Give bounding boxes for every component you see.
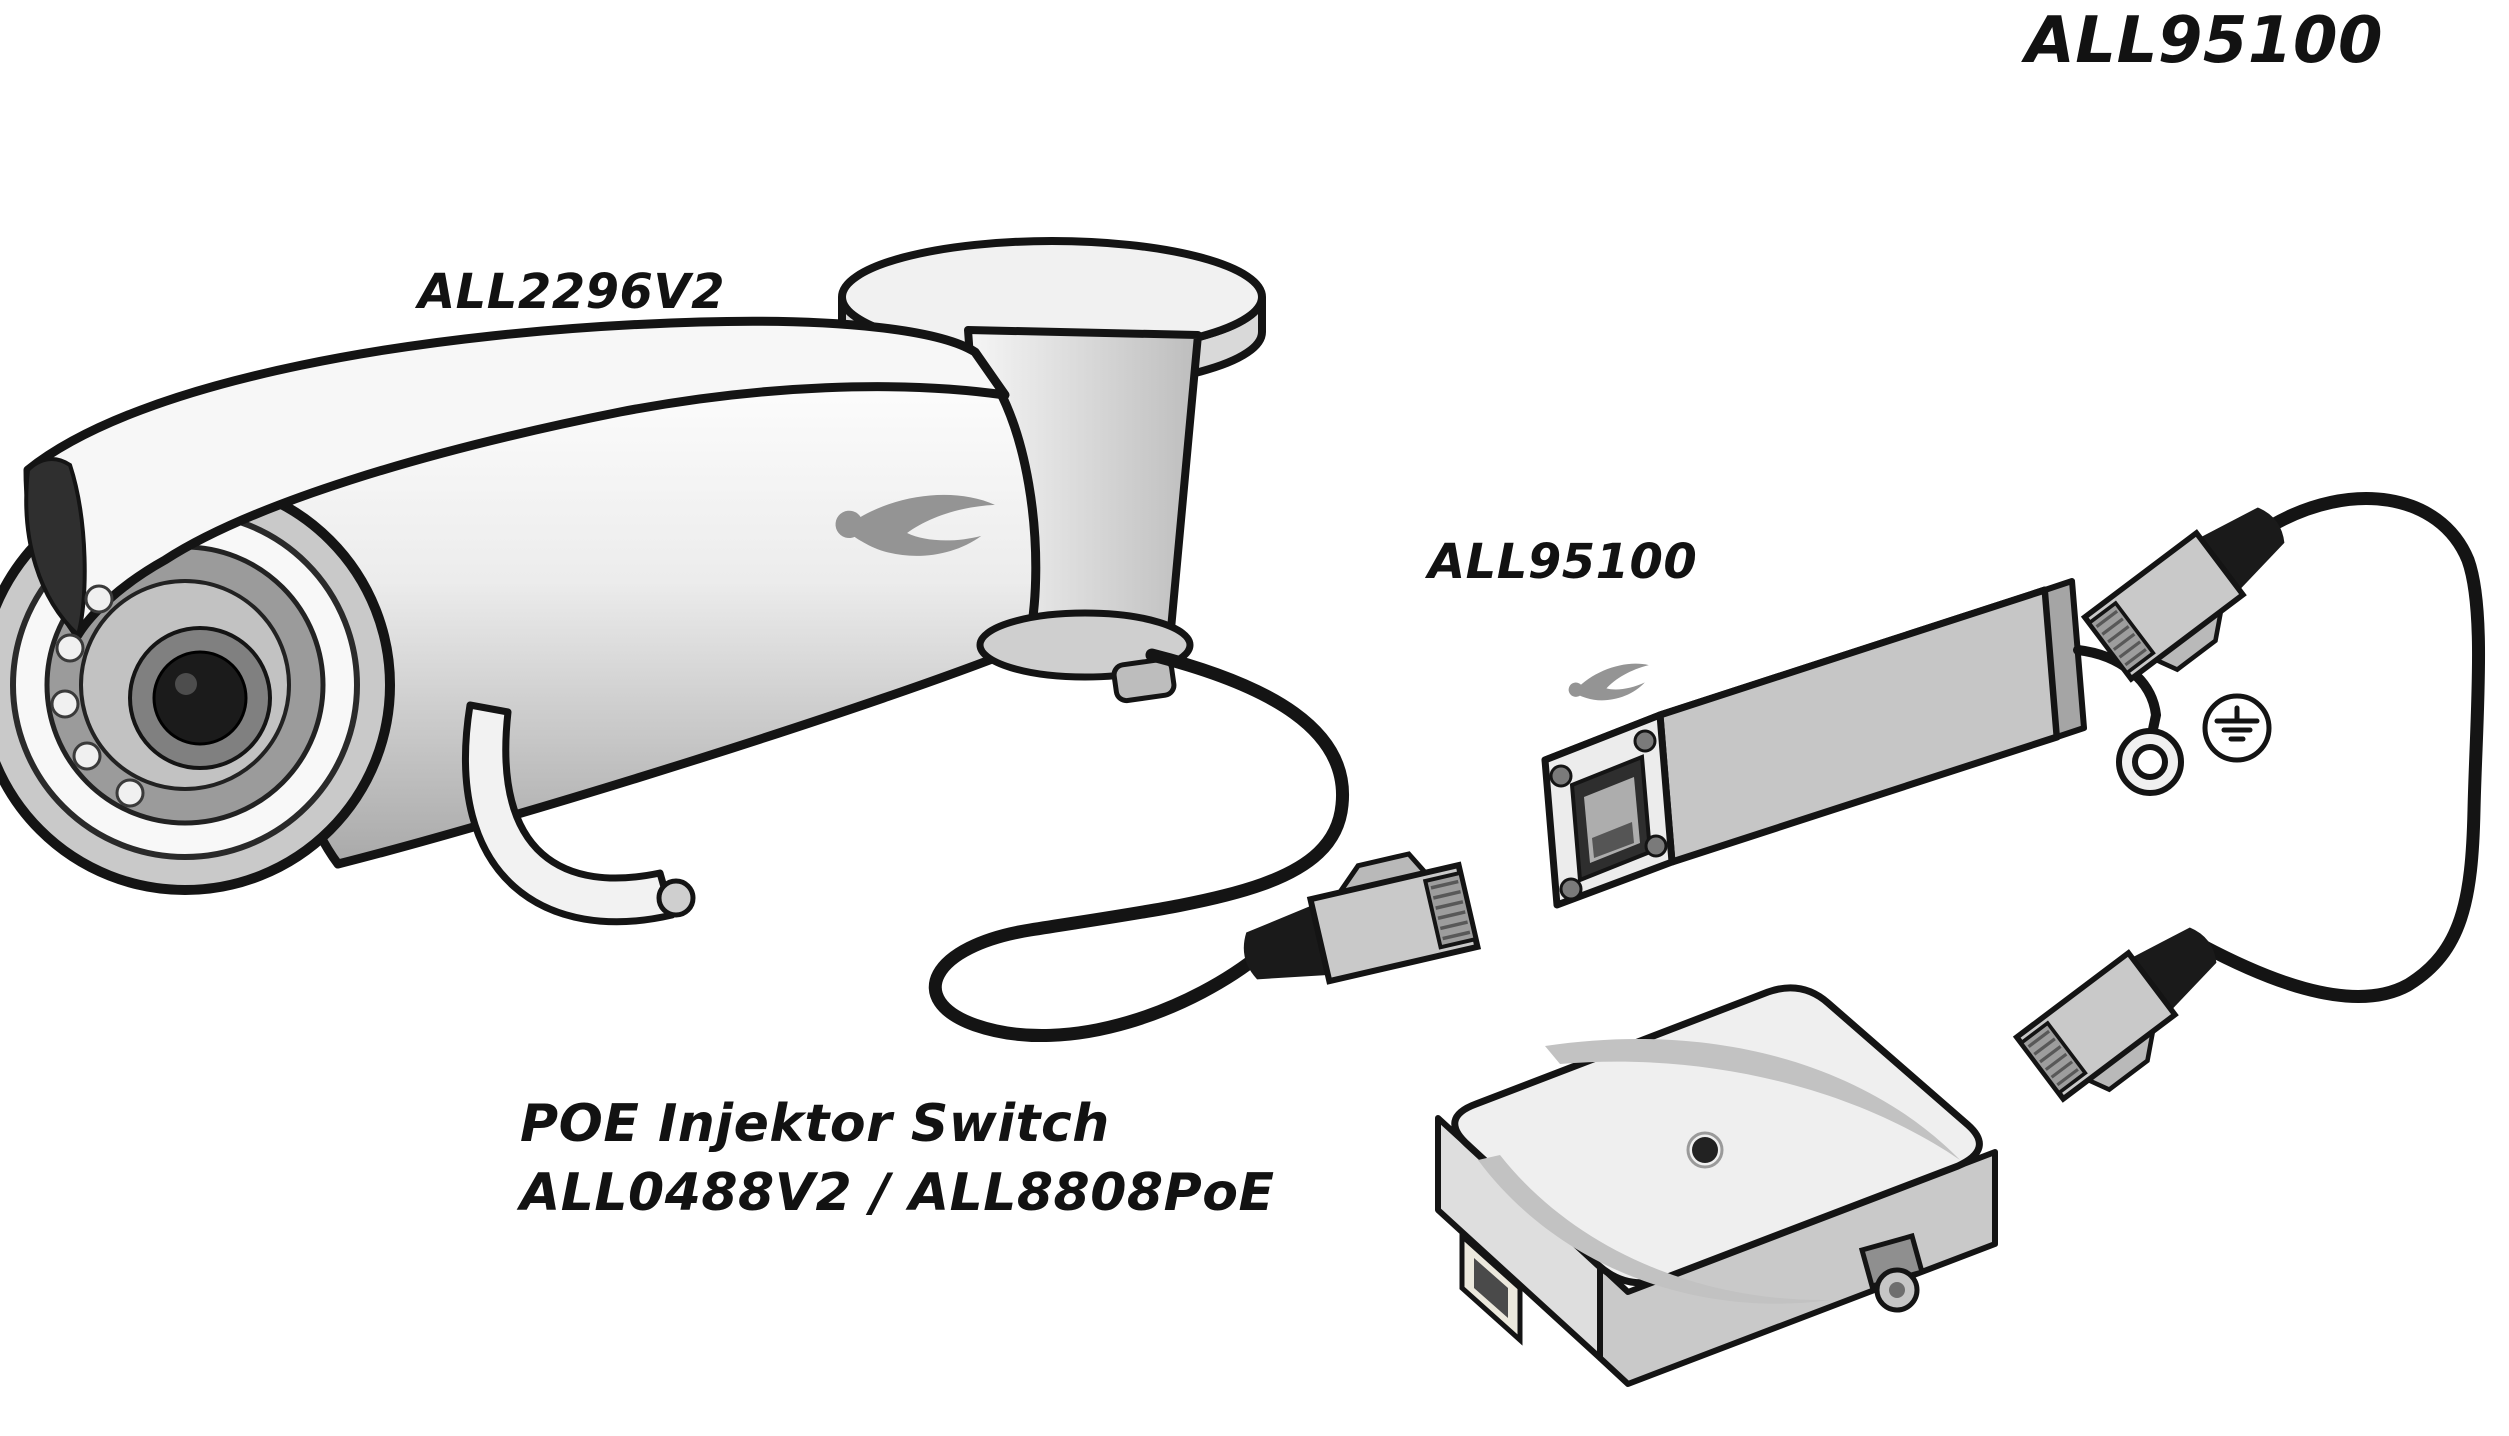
camera-mount-foot	[976, 609, 1194, 704]
switch-decor-arcs	[1478, 1038, 1960, 1304]
injector-side-face	[1656, 586, 2061, 866]
camera-ir-leds	[50, 584, 145, 808]
switch-rj45-port	[1459, 1230, 1523, 1346]
camera-model-label: ALL2296V2	[418, 264, 725, 320]
rj45-plug-switch-side	[2017, 910, 2244, 1115]
ring-terminal	[2116, 728, 2184, 796]
grounding-assembly	[2073, 645, 2272, 796]
page-title: ALL95100	[2025, 4, 2383, 78]
poe-switch-device	[1435, 984, 1998, 1387]
switch-right-face	[1597, 1149, 1998, 1387]
rj45-plug-camera-cable	[1230, 844, 1477, 999]
switch-label: POE Injektor Switch ALL0488V2 / ALL8808P…	[520, 1090, 1274, 1227]
injector-model-label: ALL95100	[1428, 534, 1698, 590]
switch-center-hole	[1686, 1131, 1724, 1169]
switch-screw-terminal	[1858, 1232, 1926, 1313]
allnet-logo-icon	[1565, 657, 1656, 712]
ethernet-cable-switch	[2196, 492, 2486, 1003]
camera-bracket	[462, 701, 696, 926]
camera-illustration	[0, 237, 1266, 926]
switch-top-face	[1451, 984, 1983, 1287]
switch-label-title: POE Injektor Switch	[520, 1094, 1110, 1154]
injector-screws	[1549, 729, 1668, 901]
switch-label-models: ALL0488V2 / ALL8808PoE	[520, 1162, 1275, 1223]
earth-ground-icon	[2202, 693, 2272, 763]
poe-injector-device	[1541, 578, 2087, 909]
ethernet-cable-camera	[928, 648, 1350, 1043]
injector-end-cap	[2042, 578, 2087, 740]
